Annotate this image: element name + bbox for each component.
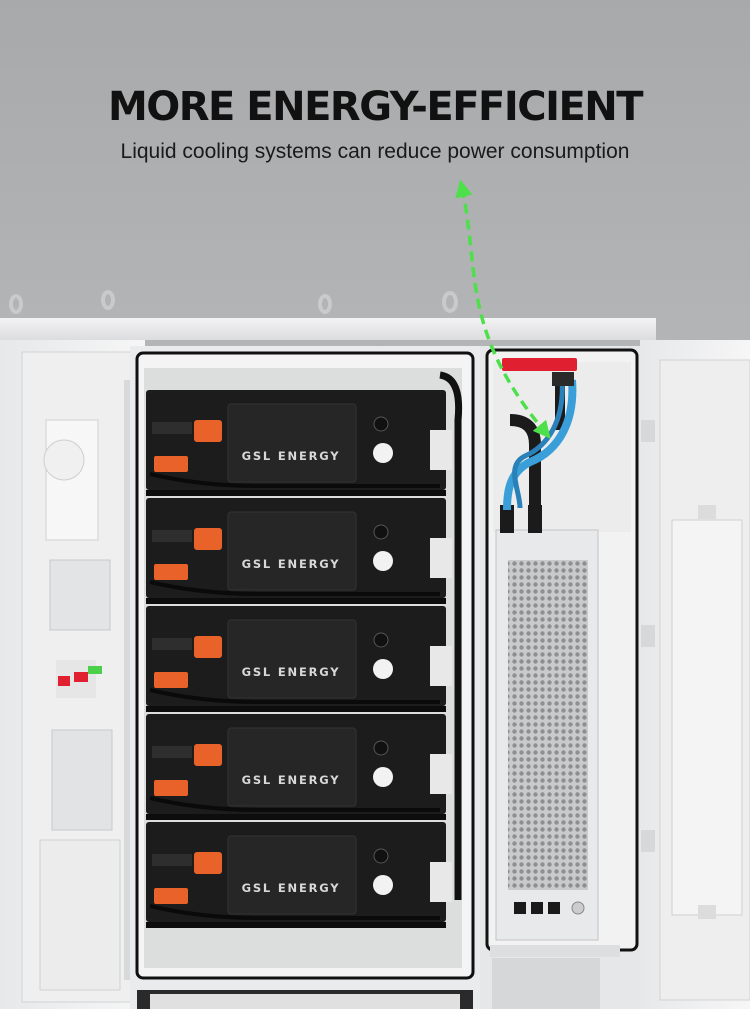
battery-module: GSL ENERGY bbox=[146, 714, 452, 820]
cabinet-roof bbox=[0, 318, 656, 340]
subheadline: Liquid cooling systems can reduce power … bbox=[120, 140, 630, 163]
status-indicator-icon bbox=[373, 443, 393, 463]
battery-module: GSL ENERGY bbox=[146, 606, 452, 712]
power-connector-icon bbox=[152, 636, 222, 688]
status-indicator-icon bbox=[373, 767, 393, 787]
battery-module: GSL ENERGY bbox=[146, 822, 452, 928]
module-brand-label: GSL ENERGY bbox=[242, 881, 341, 895]
airflow-arrow-icon bbox=[455, 179, 551, 439]
module-brand-label: GSL ENERGY bbox=[242, 557, 341, 571]
module-brand-label: GSL ENERGY bbox=[242, 449, 341, 463]
battery-module: GSL ENERGY bbox=[146, 390, 452, 496]
cooling-compartment bbox=[480, 346, 640, 1009]
power-connector-icon bbox=[152, 420, 222, 472]
status-indicator-icon bbox=[373, 875, 393, 895]
coolant-hose bbox=[503, 379, 577, 511]
power-connector-icon bbox=[152, 852, 222, 904]
right-door bbox=[640, 340, 750, 1009]
power-connector-icon bbox=[152, 528, 222, 580]
status-indicator-icon bbox=[373, 551, 393, 571]
lifting-eye-icon bbox=[9, 290, 458, 314]
headline: MORE ENERGY-EFFICIENT bbox=[107, 84, 644, 130]
cooling-unit-vent bbox=[508, 560, 588, 890]
status-indicator-icon bbox=[373, 659, 393, 679]
left-door bbox=[0, 340, 145, 1009]
power-connector-icon bbox=[514, 901, 585, 915]
battery-rack: GSL ENERGY GSL ENERGY GSL ENERGY GSL ENERGY… bbox=[146, 371, 463, 928]
module-brand-label: GSL ENERGY bbox=[242, 773, 341, 787]
module-brand-label: GSL ENERGY bbox=[242, 665, 341, 679]
red-valve bbox=[502, 358, 577, 371]
power-connector-icon bbox=[152, 744, 222, 796]
battery-module: GSL ENERGY bbox=[146, 498, 452, 604]
